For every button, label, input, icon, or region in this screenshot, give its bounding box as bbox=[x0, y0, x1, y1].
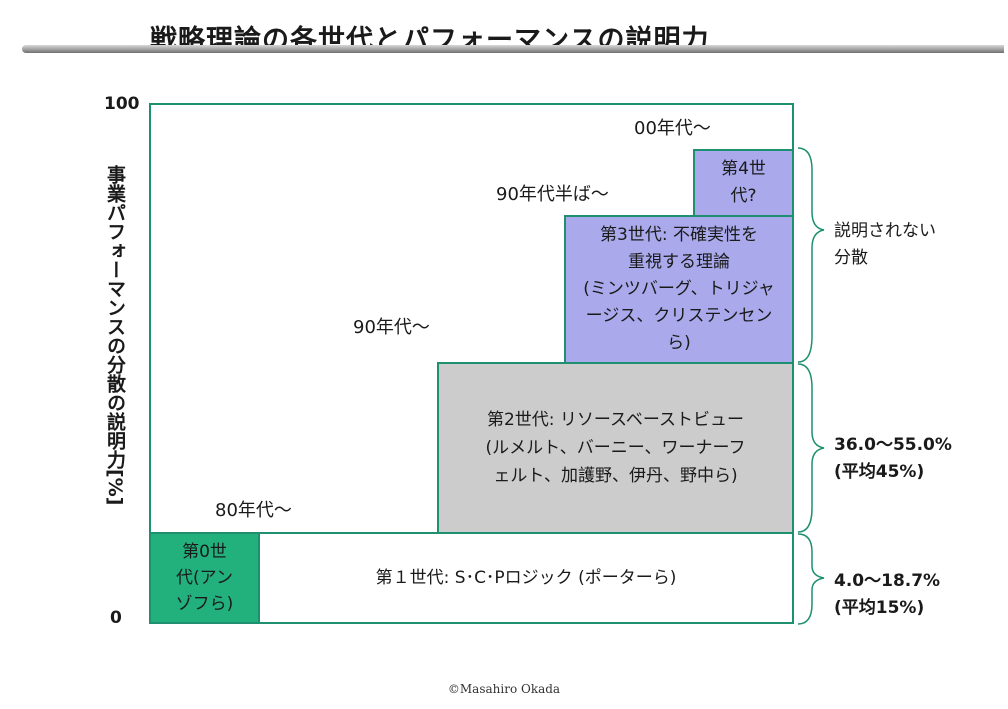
brace-unexplained bbox=[797, 147, 825, 363]
era-label-mid-90s: 90年代半ば〜 bbox=[496, 184, 609, 205]
unexplained-variance-label: 説明されない 分散 bbox=[834, 221, 936, 268]
gen2-range-label: 36.0〜55.0% (平均45%) bbox=[834, 435, 952, 482]
y-axis-min-label: 0 bbox=[110, 608, 122, 628]
generation-4-box: 第4世 代? bbox=[693, 149, 794, 217]
brace-gen1 bbox=[797, 533, 825, 625]
generation-0-box: 第0世 代(アン ゾフら) bbox=[149, 532, 260, 624]
y-axis-label: 事業パフォーマンスの分散の説明力[%] bbox=[104, 165, 126, 506]
generation-3-box: 第3世代: 不確実性を 重視する理論 (ミンツバーグ、トリジャ ージス、クリステ… bbox=[564, 215, 794, 364]
era-label-80s: 80年代〜 bbox=[215, 500, 292, 521]
generation-2-box: 第2世代: リソースベーストビュー (ルメルト、バーニー、ワーナーフ ェルト、加… bbox=[437, 362, 794, 534]
brace-group bbox=[797, 147, 825, 625]
generation-1-box: 第１世代: S･C･Pロジック (ポーターら) bbox=[258, 532, 794, 624]
y-axis-max-label: 100 bbox=[104, 94, 140, 114]
gen1-range-label: 4.0〜18.7% (平均15%) bbox=[834, 571, 941, 618]
copyright: ©Masahiro Okada bbox=[447, 682, 561, 696]
brace-gen2 bbox=[797, 363, 825, 533]
era-label-90s: 90年代〜 bbox=[353, 317, 430, 338]
era-label-00s: 00年代〜 bbox=[634, 118, 711, 139]
title-underline bbox=[22, 45, 1004, 53]
